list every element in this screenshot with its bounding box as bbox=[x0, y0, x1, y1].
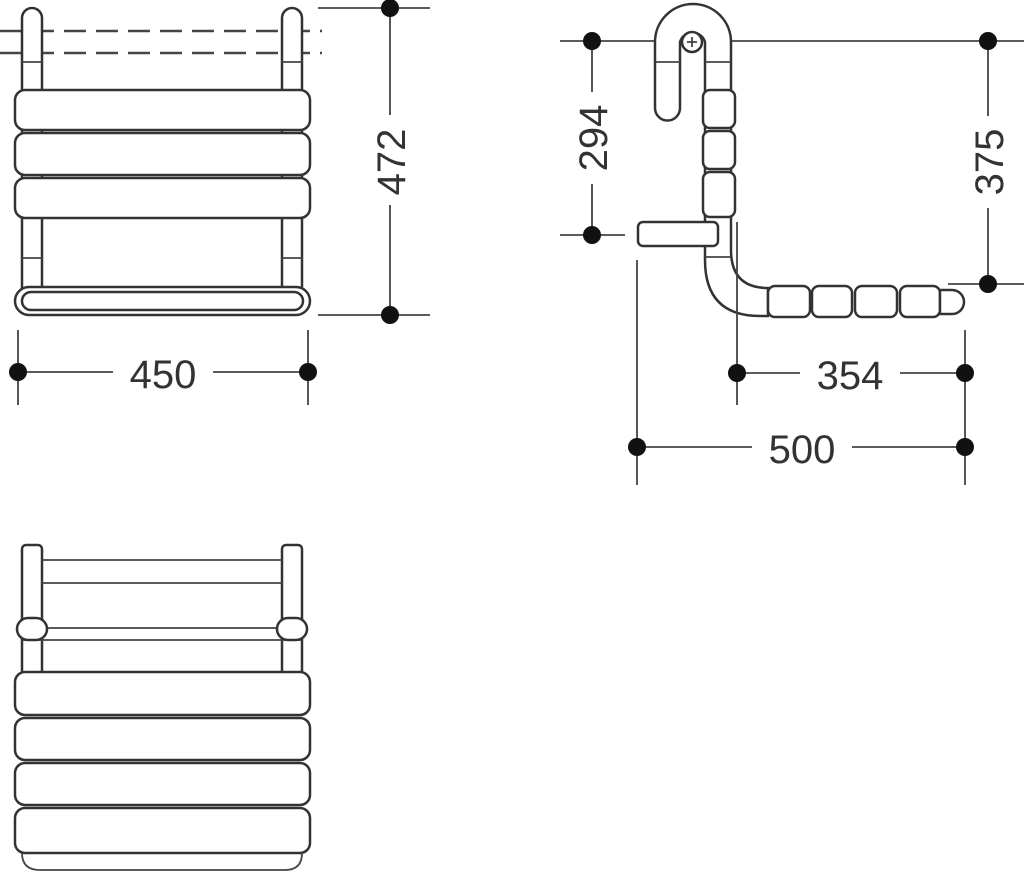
total-height-label: 375 bbox=[968, 129, 1012, 196]
total-depth-label: 500 bbox=[769, 428, 836, 472]
left-post bbox=[20, 543, 44, 677]
folded-view bbox=[13, 543, 312, 871]
seat-slat bbox=[13, 716, 312, 762]
seat-segment bbox=[898, 284, 942, 319]
right-post bbox=[280, 543, 304, 677]
front-view: 472 450 bbox=[0, 0, 430, 405]
seat-slat bbox=[13, 806, 312, 855]
wall-rail-hidden-lines bbox=[0, 29, 322, 55]
seat-depth-label: 354 bbox=[817, 354, 884, 398]
rail-segment bbox=[701, 170, 737, 219]
support-pin bbox=[636, 220, 720, 248]
seat-segment bbox=[810, 284, 854, 319]
seat-slat bbox=[13, 761, 312, 807]
rail-segment bbox=[701, 129, 737, 171]
side-view: 294 375 354 500 bbox=[560, 2, 1024, 485]
seat-slat bbox=[13, 670, 312, 717]
rail-height-label: 294 bbox=[572, 105, 616, 172]
seat-slat bbox=[13, 88, 312, 132]
seat-segment bbox=[766, 284, 812, 319]
seat-segment bbox=[853, 284, 899, 319]
seat-slat bbox=[13, 176, 312, 220]
front-width-label: 450 bbox=[130, 353, 197, 397]
rail-segment bbox=[701, 88, 737, 130]
front-height-label: 472 bbox=[370, 129, 414, 196]
seat-slat bbox=[13, 131, 312, 177]
